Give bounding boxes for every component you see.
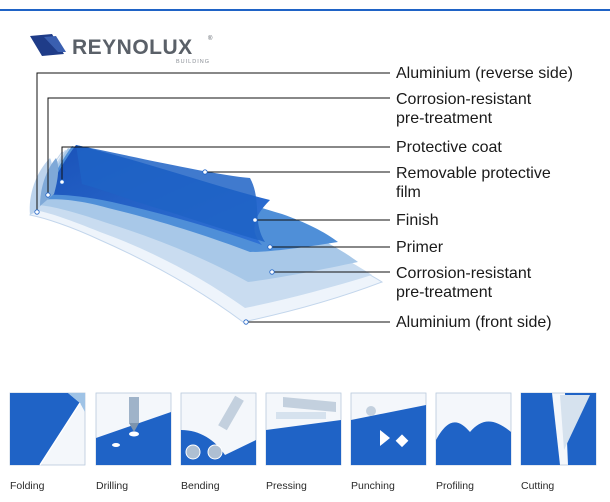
- layer-label-primer: Primer: [396, 239, 444, 256]
- folding-icon: [9, 392, 86, 466]
- leader-dot-6: [267, 244, 273, 250]
- leader-dot-7: [269, 269, 275, 275]
- layer-label-protective-coat: Protective coat: [396, 139, 502, 156]
- brand-name: REYNOLUX: [72, 36, 193, 59]
- process-drilling: Drilling: [95, 392, 172, 492]
- leader-dot-1: [34, 209, 40, 215]
- leader-dot-3: [59, 179, 65, 185]
- registered-mark: ®: [208, 35, 213, 42]
- pressing-icon: [265, 392, 342, 466]
- leader-line-3: [61, 146, 390, 182]
- process-bending: Bending: [180, 392, 257, 492]
- profiling-icon: [435, 392, 512, 466]
- process-cutting: Cutting: [520, 392, 597, 492]
- leader-dot-8: [243, 319, 249, 325]
- process-label-cutting: Cutting: [521, 480, 554, 492]
- leader-dots: [34, 169, 275, 325]
- bending-icon: [180, 392, 257, 466]
- leader-dot-2: [45, 192, 51, 198]
- process-strip: Folding Drilling Bending: [9, 392, 597, 492]
- leader-dot-5: [252, 217, 258, 223]
- reynolux-logo: REYNOLUX ® BUILDING: [30, 34, 213, 65]
- leader-lines: [36, 72, 390, 323]
- layer-labels: Aluminium (reverse side) Corrosion-resis…: [396, 65, 573, 331]
- layer-label-corrosion-pretreatment-1a: Corrosion-resistant: [396, 91, 532, 108]
- process-label-drilling: Drilling: [96, 480, 128, 492]
- leader-line-2: [47, 97, 390, 195]
- process-pressing: Pressing: [265, 392, 342, 492]
- layer-label-aluminium-front: Aluminium (front side): [396, 314, 552, 331]
- layer-label-removable-film-b: film: [396, 184, 421, 201]
- layer-label-finish: Finish: [396, 212, 439, 229]
- process-label-folding: Folding: [10, 480, 45, 492]
- layer-label-removable-film-a: Removable protective: [396, 165, 551, 182]
- layer-label-aluminium-reverse: Aluminium (reverse side): [396, 65, 573, 82]
- reverse-pretreatment-layer: [40, 158, 59, 206]
- process-label-pressing: Pressing: [266, 480, 307, 492]
- layer-label-corrosion-pretreatment-1b: pre-treatment: [396, 110, 493, 127]
- layer-label-corrosion-pretreatment-2b: pre-treatment: [396, 284, 493, 301]
- layer-label-corrosion-pretreatment-2a: Corrosion-resistant: [396, 265, 532, 282]
- aluminium-reverse-layer: [29, 158, 53, 215]
- process-label-punching: Punching: [351, 480, 395, 492]
- layer-sheet: [29, 145, 384, 323]
- process-label-bending: Bending: [181, 480, 220, 492]
- brand-sub: BUILDING: [176, 59, 210, 65]
- cutting-icon: [520, 392, 597, 466]
- punching-icon: [350, 392, 427, 466]
- process-label-profiling: Profiling: [436, 480, 474, 492]
- process-profiling: Profiling: [435, 392, 512, 492]
- top-surface: [76, 145, 265, 242]
- process-folding: Folding: [9, 392, 86, 492]
- process-punching: Punching: [350, 392, 427, 492]
- leader-dot-4: [202, 169, 208, 175]
- drilling-icon: [95, 392, 172, 466]
- leader-line-1: [36, 72, 390, 212]
